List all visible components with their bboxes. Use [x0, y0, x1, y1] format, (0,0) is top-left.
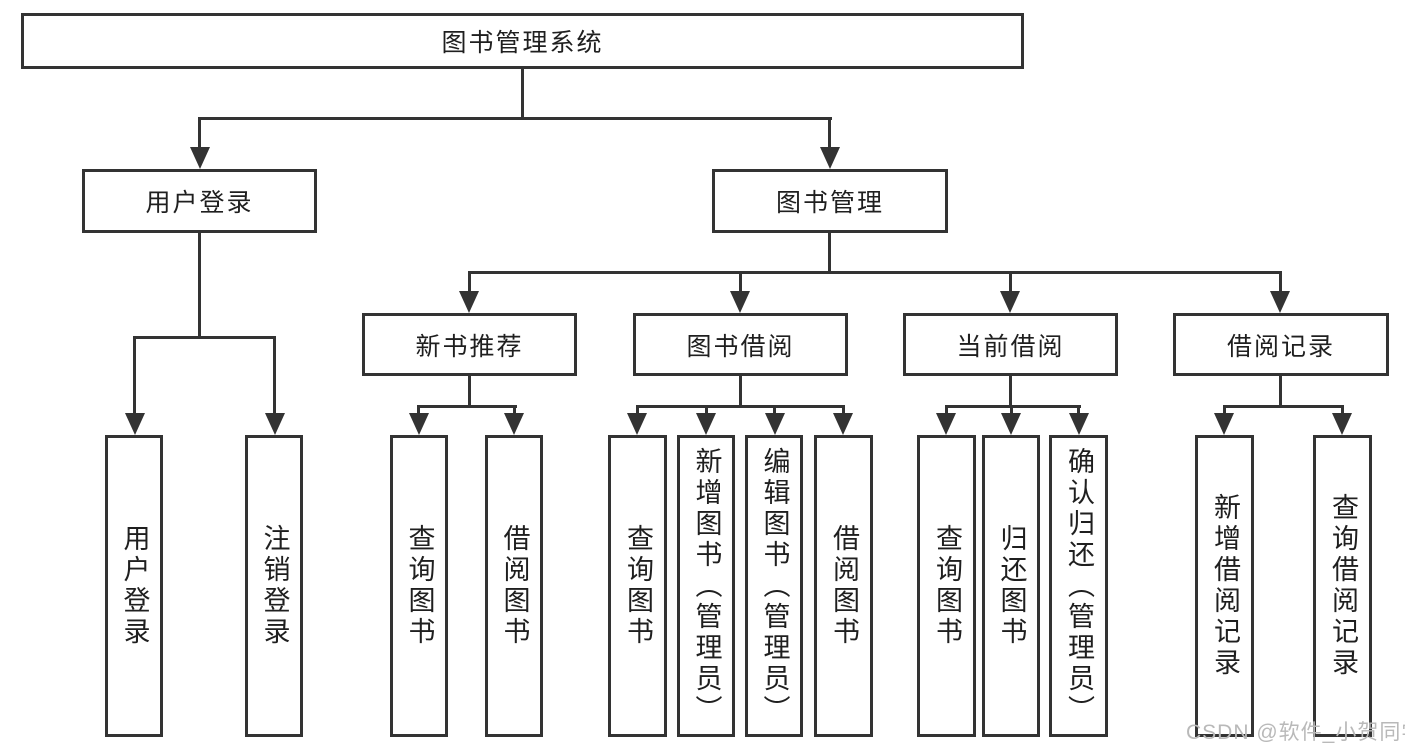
connector-line [468, 271, 1282, 274]
connector-line [1223, 405, 1226, 417]
connector-line [1341, 405, 1344, 417]
arrow-down-icon [1332, 413, 1352, 435]
leaf-label: 编辑图书（管理员） [759, 446, 790, 726]
connector-line [636, 405, 639, 417]
arrow-down-icon [459, 291, 479, 313]
arrow-down-icon [730, 291, 750, 313]
connector-line [198, 117, 201, 151]
leaf-label: 用户登录 [119, 524, 150, 648]
connector-line [945, 405, 1081, 408]
leaf-label: 归还图书 [996, 524, 1027, 648]
connector-line [828, 117, 831, 151]
arrow-down-icon [125, 413, 145, 435]
arrow-down-icon [409, 413, 429, 435]
node-current-borrowing-label: 当前借阅 [956, 332, 1065, 361]
node-book-management: 图书管理 [712, 169, 948, 233]
arrow-down-icon [936, 413, 956, 435]
leaf-label: 借阅图书 [499, 524, 530, 648]
node-user-login-label: 用户登录 [145, 189, 254, 217]
connector-line [773, 405, 776, 417]
node-new-book-recommend-label: 新书推荐 [415, 332, 524, 361]
connector-line [417, 405, 517, 408]
connector-line [828, 232, 831, 274]
connector-line [739, 271, 742, 295]
arrow-down-icon [504, 413, 524, 435]
leaf-edit-books-admin: 编辑图书（管理员） [745, 435, 803, 737]
arrow-down-icon [833, 413, 853, 435]
leaf-logout: 注销登录 [245, 435, 303, 737]
leaf-label: 注销登录 [259, 524, 290, 648]
arrow-down-icon [820, 147, 840, 169]
connector-line [521, 68, 524, 120]
connector-line [468, 374, 471, 408]
connector-line [273, 336, 276, 415]
arrow-down-icon [1270, 291, 1290, 313]
leaf-label: 查询借阅记录 [1328, 493, 1358, 679]
leaf-confirm-return-admin: 确认归还（管理员） [1049, 435, 1108, 737]
node-borrow-records: 借阅记录 [1173, 313, 1389, 376]
connector-line [1009, 374, 1012, 408]
node-book-borrowing-label: 图书借阅 [686, 332, 795, 361]
connector-line [1223, 405, 1344, 408]
node-root-label: 图书管理系统 [441, 29, 604, 57]
connector-line [1009, 271, 1012, 295]
arrow-down-icon [265, 413, 285, 435]
leaf-query-borrow-record: 查询借阅记录 [1313, 435, 1372, 737]
arrow-down-icon [1000, 291, 1020, 313]
node-book-borrowing: 图书借阅 [633, 313, 848, 376]
leaf-label: 借阅图书 [829, 524, 859, 648]
leaf-query-books: 查询图书 [390, 435, 448, 737]
node-borrow-records-label: 借阅记录 [1226, 332, 1335, 361]
connector-line [198, 232, 201, 339]
connector-line [1279, 374, 1282, 408]
connector-line [198, 117, 832, 120]
arrow-down-icon [627, 413, 647, 435]
connector-line [133, 336, 136, 415]
connector-line [417, 405, 420, 417]
connector-line [513, 405, 516, 417]
arrow-down-icon [1069, 413, 1089, 435]
arrow-down-icon [1214, 413, 1234, 435]
node-current-borrowing: 当前借阅 [903, 313, 1118, 376]
leaf-return-books: 归还图书 [982, 435, 1040, 737]
connector-line [468, 271, 471, 295]
connector-line [1279, 271, 1282, 295]
connector-line [739, 374, 742, 408]
connector-line [945, 405, 948, 417]
leaf-label: 查询图书 [404, 524, 435, 648]
arrow-down-icon [1001, 413, 1021, 435]
connector-line [1010, 405, 1013, 417]
leaf-label: 新增图书（管理员） [691, 446, 722, 726]
leaf-borrow-books: 借阅图书 [485, 435, 543, 737]
leaf-label: 确认归还（管理员） [1064, 446, 1094, 726]
connector-line [133, 336, 276, 339]
node-user-login: 用户登录 [82, 169, 317, 233]
leaf-user-login: 用户登录 [105, 435, 163, 737]
arrow-down-icon [696, 413, 716, 435]
connector-line [1077, 405, 1080, 417]
leaf-label: 查询图书 [932, 524, 962, 648]
connector-line [636, 405, 845, 408]
connector-line [842, 405, 845, 417]
leaf-borrow-books: 借阅图书 [814, 435, 873, 737]
arrow-down-icon [765, 413, 785, 435]
csdn-watermark: CSDN @软件_小贺同学 [1186, 721, 1405, 744]
leaf-query-books: 查询图书 [608, 435, 667, 737]
arrow-down-icon [190, 147, 210, 169]
node-root: 图书管理系统 [21, 13, 1024, 69]
node-book-management-label: 图书管理 [775, 189, 884, 217]
node-new-book-recommend: 新书推荐 [362, 313, 577, 376]
leaf-label: 新增借阅记录 [1210, 493, 1240, 679]
connector-line [705, 405, 708, 417]
leaf-add-borrow-record: 新增借阅记录 [1195, 435, 1254, 737]
leaf-label: 查询图书 [623, 524, 653, 648]
leaf-query-books: 查询图书 [917, 435, 976, 737]
leaf-add-books-admin: 新增图书（管理员） [677, 435, 735, 737]
